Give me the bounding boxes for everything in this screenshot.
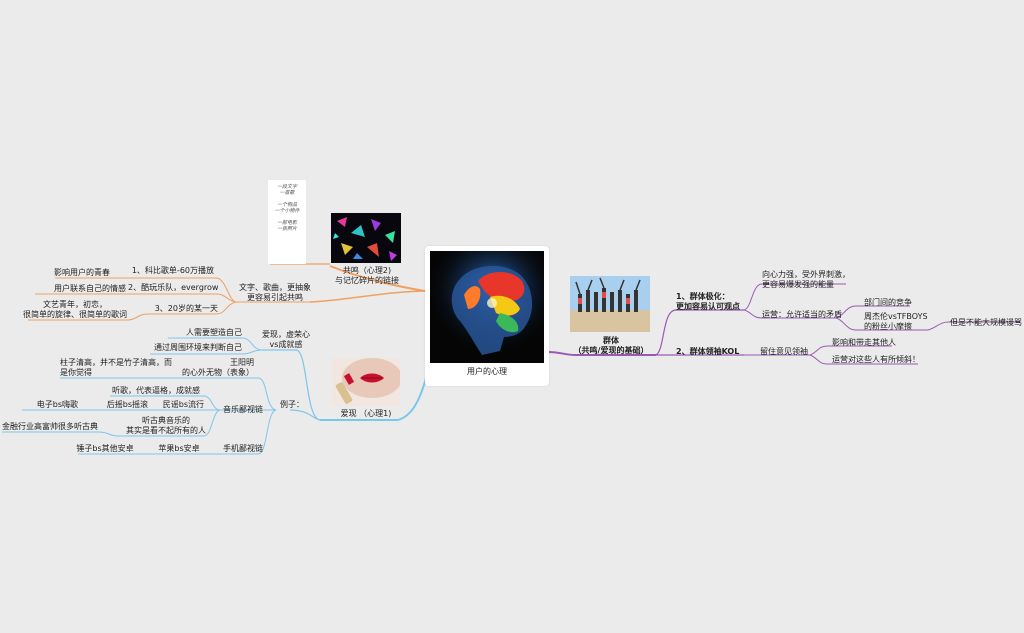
love-show-title: 爱现 （心理1): [340, 409, 392, 418]
kol-sub-1[interactable]: 影响和带走其他人: [832, 338, 896, 347]
resonance-note-text: 一段文字 一首歌 一个物品 一个小物件 一部电影 一张照片: [274, 184, 300, 232]
shards-image: [331, 213, 401, 263]
music-item-2-sub[interactable]: 后摇bs摇滚: [106, 400, 148, 409]
example-wang[interactable]: 王阳明 的心外无物（表象）: [182, 358, 254, 377]
resonance-item-1-sub[interactable]: 影响用户的青春: [54, 268, 110, 277]
music-item-2-sub2[interactable]: 电子bs嗨歌: [36, 400, 78, 409]
lipstick-image: [332, 358, 400, 406]
group-title: 群体 （共鸣/爱现的基础）: [573, 336, 649, 355]
resonance-item-2[interactable]: 2、酷玩乐队，evergrow: [128, 283, 219, 292]
root-title: 用户的心理: [467, 367, 507, 376]
conflict-1[interactable]: 部门间的竞争: [864, 298, 912, 307]
music-item-3[interactable]: 听古典音乐的 其实是看不起所有的人: [126, 416, 206, 435]
phone-item-sub[interactable]: 锤子bs其他安卓: [76, 444, 134, 453]
resonance-item-3-sub[interactable]: 文艺青年，初恋， 很简单的旋律、很简单的歌词: [23, 300, 127, 319]
root-node[interactable]: 用户的心理: [425, 246, 549, 386]
group-kol[interactable]: 2、群体领袖KOL: [676, 347, 740, 356]
hub-item-2[interactable]: 通过周围环境来判断自己: [154, 343, 242, 352]
music-chain[interactable]: 音乐鄙视链: [223, 405, 263, 414]
polar-sub-2[interactable]: 运营：允许适当的矛盾: [762, 310, 842, 319]
polar-sub-1[interactable]: 向心力强，受外界刺激， 更容易爆发强的能量: [762, 270, 850, 289]
resonance-node[interactable]: 共鸣（心理2) 与记忆碎片的链接: [327, 210, 403, 290]
crowd-image: [570, 276, 650, 332]
example-wang-sub[interactable]: 柱子清高，并不是竹子清高，而 是你觉得: [60, 358, 172, 377]
love-show-node[interactable]: 爱现 （心理1): [330, 358, 402, 420]
brain-image: [430, 251, 544, 363]
examples-label[interactable]: 例子：: [280, 400, 304, 409]
resonance-item-1[interactable]: 1、科比歌单-60万播放: [131, 266, 214, 275]
resonance-item-3[interactable]: 3、20岁的某一天: [154, 304, 218, 313]
conflict-2[interactable]: 周杰伦vsTFBOYS 的粉丝小摩擦: [864, 312, 928, 331]
resonance-hub[interactable]: 文字、歌曲，更抽象 更容易引起共鸣: [239, 283, 311, 302]
music-item-3-sub[interactable]: 金融行业高富帅很多听古典: [2, 422, 98, 431]
love-show-hub[interactable]: 爱现，虚荣心 vs成就感: [262, 330, 310, 349]
kol-sub-2[interactable]: 运营对这些人有所倾斜！: [832, 355, 920, 364]
music-item-1[interactable]: 听歌，代表逼格，成就感: [112, 386, 200, 395]
phone-item[interactable]: 苹果bs安卓: [158, 444, 200, 453]
resonance-note: 一段文字 一首歌 一个物品 一个小物件 一部电影 一张照片: [268, 180, 306, 264]
polar-warn[interactable]: 但是不能大规模谩骂: [950, 318, 1022, 327]
resonance-title: 共鸣（心理2) 与记忆碎片的链接: [335, 266, 399, 285]
hub-item-1[interactable]: 人需要塑造自己: [186, 328, 242, 337]
music-item-2[interactable]: 民谣bs流行: [162, 400, 204, 409]
kol-sub[interactable]: 留住意见领袖: [760, 347, 808, 356]
phone-chain[interactable]: 手机鄙视链: [223, 444, 263, 453]
group-node[interactable]: 群体 （共鸣/爱现的基础）: [566, 272, 656, 358]
resonance-item-2-sub[interactable]: 用户联系自己的情感: [54, 284, 126, 293]
group-polar[interactable]: 1、群体极化： 更加容易认可观点: [676, 292, 740, 311]
